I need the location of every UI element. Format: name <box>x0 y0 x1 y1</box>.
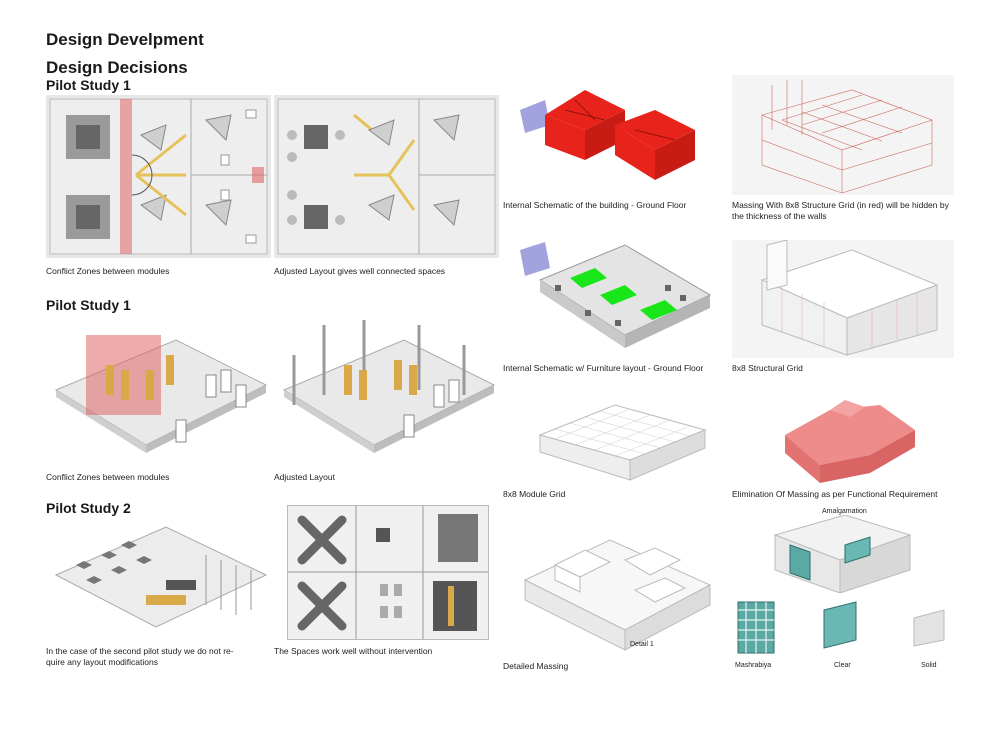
clear-label: Clear <box>834 662 851 669</box>
pilot-study-2-axon <box>46 515 271 640</box>
caption-conflict-zones-1: Conflict Zones between modules <box>46 266 170 276</box>
clear-panel <box>820 600 860 650</box>
page-title: Design Develpment <box>46 30 204 49</box>
caption-massing-grid-2: the thickness of the walls <box>732 211 827 221</box>
pilot-study-2-heading: Pilot Study 2 <box>46 500 131 516</box>
detail-1-label: Detail 1 <box>630 641 654 648</box>
section-title: Design Decisions <box>46 58 188 77</box>
mashrabiya-label: Mashrabiya <box>735 662 772 669</box>
caption-adjusted-layout-2: Adjusted Layout <box>274 472 335 482</box>
conflict-zones-plan <box>46 95 271 258</box>
conflict-zones-axon <box>46 315 271 465</box>
caption-elimination: Elimination Of Massing as per Functional… <box>732 489 938 499</box>
amalgamation-facade <box>765 515 915 593</box>
internal-schematic-furniture <box>515 240 715 358</box>
solid-label: Solid <box>921 662 937 669</box>
module-grid-massing <box>535 400 715 485</box>
caption-schematic-furniture: Internal Schematic w/ Furniture layout -… <box>503 363 704 373</box>
solid-panel <box>910 608 950 648</box>
massing-structure-grid <box>732 75 954 195</box>
pilot-study-1b-heading: Pilot Study 1 <box>46 297 131 313</box>
caption-detailed-massing: Detailed Massing <box>503 661 569 671</box>
adjusted-layout-axon <box>274 315 499 465</box>
caption-pilot-2-line2: quire any layout modifications <box>46 657 158 667</box>
adjusted-layout-plan <box>274 95 499 258</box>
caption-conflict-zones-2: Conflict Zones between modules <box>46 472 170 482</box>
caption-schematic-ground: Internal Schematic of the building - Gro… <box>503 200 687 210</box>
detailed-massing <box>515 520 720 655</box>
mashrabiya-panel <box>736 600 776 655</box>
structural-grid-massing <box>732 240 954 358</box>
caption-spaces-work-well: The Spaces work well without interventio… <box>274 646 433 656</box>
caption-massing-grid-1: Massing With 8x8 Structure Grid (in red)… <box>732 200 949 210</box>
internal-schematic-red <box>515 85 715 195</box>
pilot-study-2-plan <box>287 505 489 640</box>
caption-structural-grid: 8x8 Structural Grid <box>732 363 803 373</box>
pilot-study-1-heading: Pilot Study 1 <box>46 77 131 93</box>
amalgamation-label: Amalgamation <box>822 508 867 515</box>
elimination-massing <box>770 395 930 487</box>
caption-pilot-2-line1: In the case of the second pilot study we… <box>46 646 234 656</box>
caption-module-grid: 8x8 Module Grid <box>503 489 566 499</box>
caption-adjusted-layout-1: Adjusted Layout gives well connected spa… <box>274 266 446 276</box>
